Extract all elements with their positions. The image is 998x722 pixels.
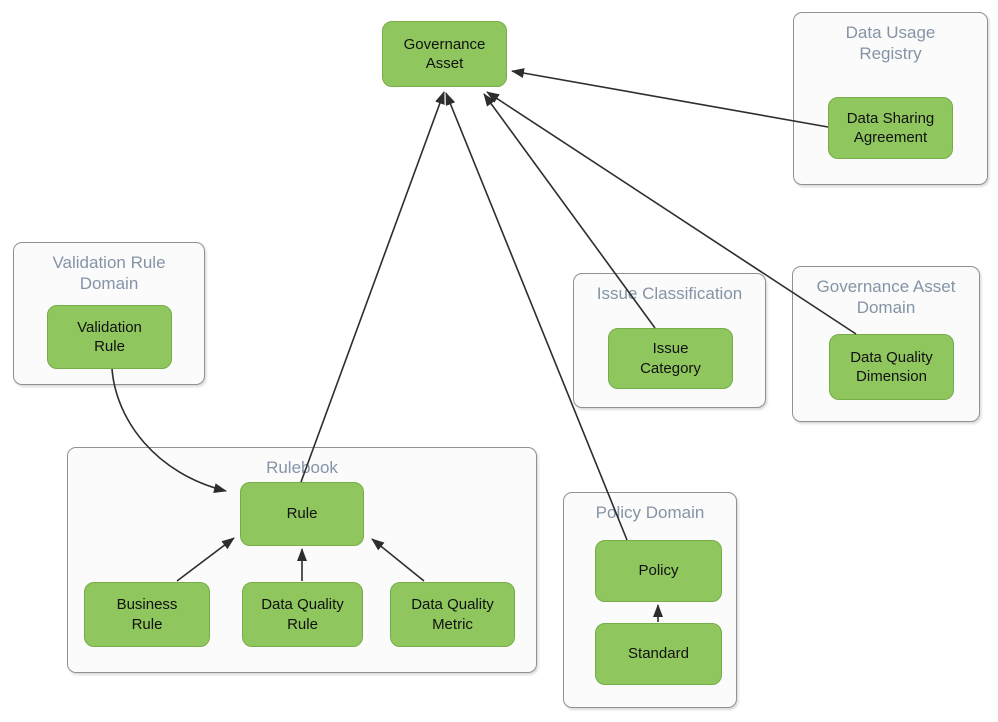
node-issue-category: Issue Category xyxy=(608,328,733,389)
node-label: Business Rule xyxy=(116,596,178,633)
node-rule: Rule xyxy=(240,482,364,546)
node-validation-rule: Validation Rule xyxy=(47,305,172,369)
group-title: Issue Classification xyxy=(596,284,743,303)
node-label: Rule xyxy=(286,505,318,523)
group-title: Policy Domain xyxy=(595,503,705,522)
node-label: Data Quality Metric xyxy=(411,596,494,633)
group-title: Data Usage Registry xyxy=(845,23,936,64)
node-label: Validation Rule xyxy=(77,318,142,356)
node-label: Standard xyxy=(628,645,689,663)
node-label: Governance Asset xyxy=(403,35,486,73)
node-business-rule: Business Rule xyxy=(84,582,210,647)
node-label: Issue Category xyxy=(640,340,701,377)
edge-rule-to-governance-asset xyxy=(300,91,445,483)
edge-data-sharing-agreement-to-governance-asset xyxy=(511,68,829,128)
node-label: Data Sharing Agreement xyxy=(846,109,935,147)
node-data-quality-metric: Data Quality Metric xyxy=(390,582,515,647)
node-data-quality-rule: Data Quality Rule xyxy=(242,582,363,647)
node-data-sharing-agreement: Data Sharing Agreement xyxy=(828,97,953,159)
group-title: Validation Rule Domain xyxy=(52,253,166,294)
node-governance-asset: Governance Asset xyxy=(382,21,507,87)
node-policy: Policy xyxy=(595,540,722,602)
node-label: Data Quality Dimension xyxy=(850,348,933,386)
node-label: Data Quality Rule xyxy=(261,596,344,633)
group-title: Governance Asset Domain xyxy=(816,277,956,318)
node-label: Policy xyxy=(638,562,679,580)
node-standard: Standard xyxy=(595,623,722,685)
node-data-quality-dimension: Data Quality Dimension xyxy=(829,334,954,400)
group-title: Rulebook xyxy=(266,458,338,477)
